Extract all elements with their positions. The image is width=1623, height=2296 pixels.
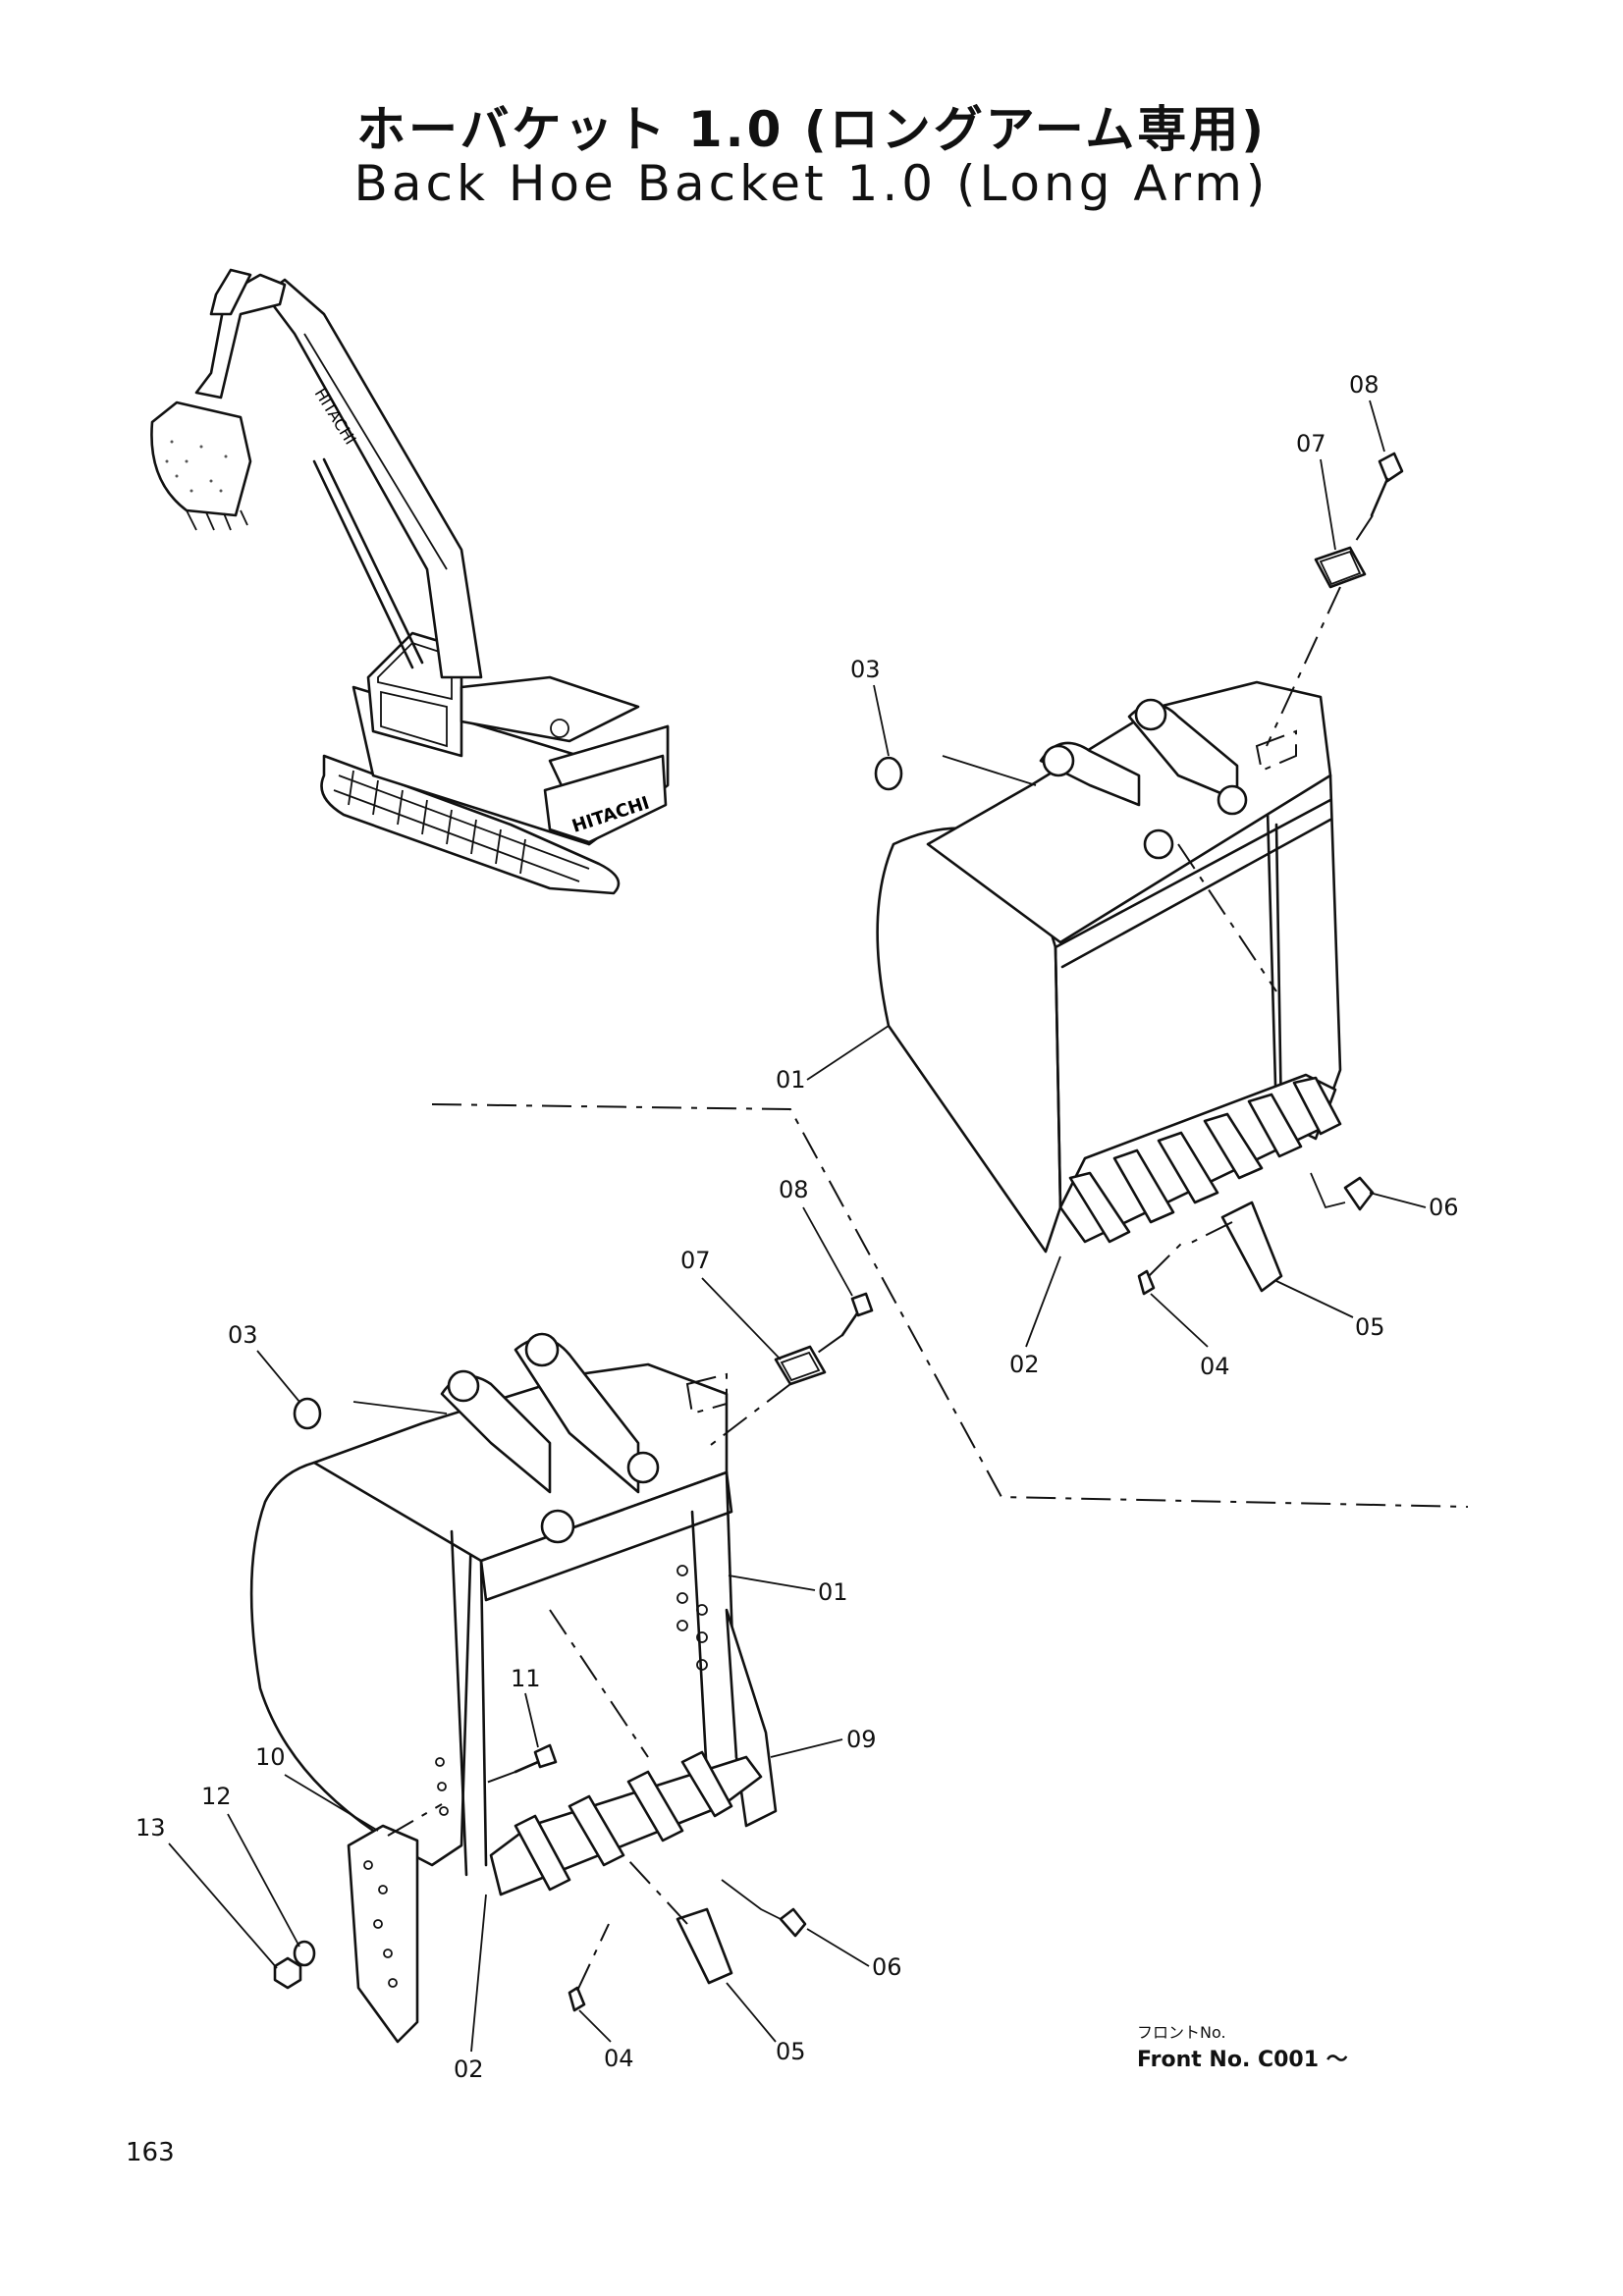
front-number-label-japanese: フロントNo.: [1137, 2023, 1226, 2042]
callout-upper-01: 01: [776, 1066, 806, 1094]
callout-lower-13: 13: [135, 1814, 166, 1842]
callout-lower-04: 04: [604, 2045, 634, 2072]
callout-lower-12: 12: [201, 1783, 232, 1810]
lower-bucket-view: [249, 1292, 874, 2044]
callout-lower-09: 09: [846, 1726, 877, 1753]
separator-line: [431, 1103, 1469, 1508]
front-number-label: Front No. C001 ～: [1137, 2048, 1348, 2072]
callout-lower-01: 01: [818, 1578, 848, 1606]
callout-lower-06: 06: [872, 1953, 902, 1981]
callout-upper-06: 06: [1429, 1194, 1459, 1221]
callout-upper-05: 05: [1355, 1313, 1385, 1341]
callout-lower-05: 05: [776, 2038, 806, 2065]
callout-lower-08: 08: [779, 1176, 809, 1203]
callout-upper-07: 07: [1296, 430, 1326, 457]
lower-callouts: 08 07 03 01 11 09 10 12 13 06 05 02 04: [135, 1176, 902, 2083]
callout-lower-02: 02: [454, 2056, 484, 2083]
callout-upper-02: 02: [1009, 1351, 1040, 1378]
page-number: 163: [126, 2138, 175, 2167]
callout-upper-03: 03: [850, 656, 881, 683]
callout-upper-04: 04: [1200, 1353, 1230, 1380]
page-title-english: Back Hoe Backet 1.0 (Long Arm): [353, 155, 1270, 212]
callout-upper-08: 08: [1349, 371, 1380, 399]
callout-lower-03: 03: [228, 1321, 258, 1349]
callout-lower-10: 10: [255, 1743, 286, 1771]
callout-lower-07: 07: [680, 1247, 711, 1274]
callout-lower-11: 11: [511, 1665, 541, 1692]
upper-callouts: 08 07 03 01 06 05 02 04: [776, 371, 1459, 1380]
page-title-japanese: ホーバケット 1.0 (ロングアーム専用): [355, 101, 1268, 158]
upper-bucket-view: [874, 452, 1404, 1296]
excavator-illustration: HITACHI HITACHI: [150, 268, 670, 895]
